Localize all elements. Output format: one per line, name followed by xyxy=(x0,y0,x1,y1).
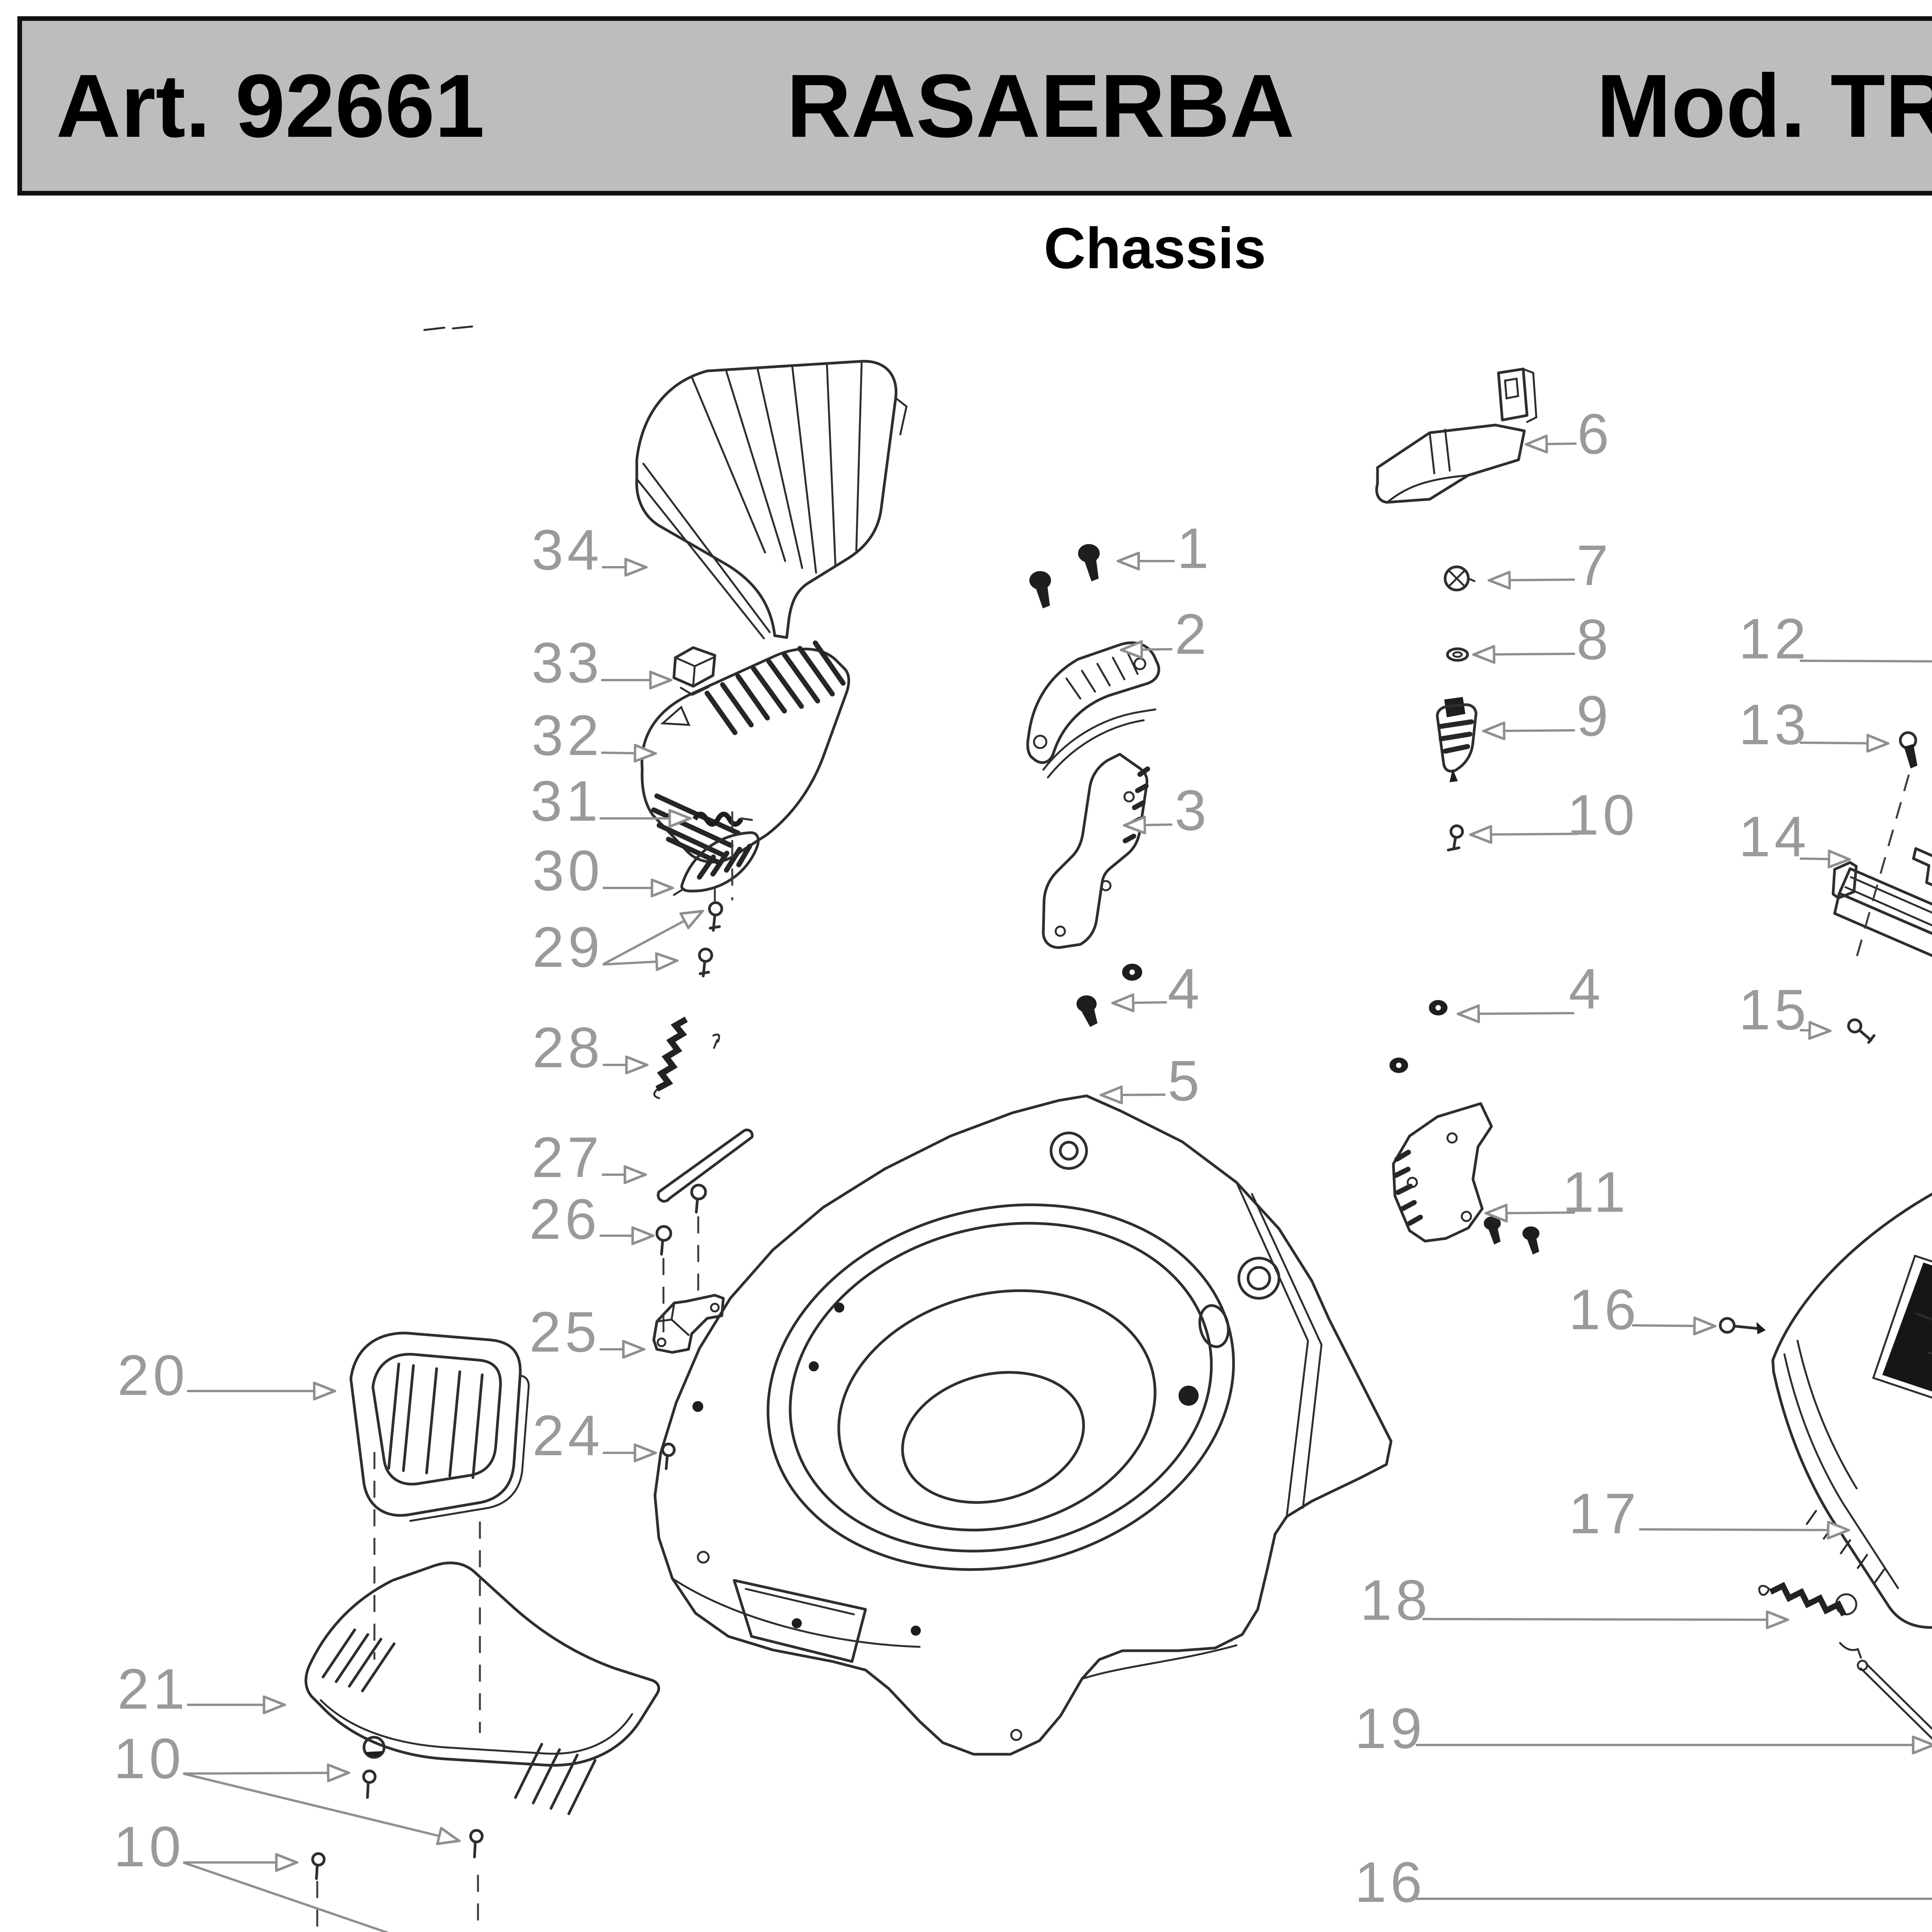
callout-7-label: 7 xyxy=(1576,534,1612,597)
callout-13-label: 13 xyxy=(1738,693,1810,757)
callout-25-label: 25 xyxy=(529,1300,601,1364)
callout-10-label: 10 xyxy=(113,1815,185,1879)
part-1-screws xyxy=(1029,544,1100,609)
callout-3-label: 3 xyxy=(1174,779,1211,842)
callout-14-label: 14 xyxy=(1738,805,1810,869)
part-33-latch xyxy=(672,646,716,696)
callout-4-label: 4 xyxy=(1167,957,1204,1021)
callout-20-label: 20 xyxy=(117,1344,189,1407)
part-18-spring xyxy=(1758,1582,1862,1659)
title-bar: Art. 92661 RASAERBA Mod. TRX-531H xyxy=(17,16,1932,196)
part-4-nuts-right xyxy=(1389,1000,1447,1073)
part-4-fasteners-center xyxy=(1077,964,1142,1027)
part-8-washer xyxy=(1446,647,1469,662)
callout-16-leader xyxy=(1632,1325,1715,1326)
callout-16-label: 16 xyxy=(1568,1278,1640,1342)
part-7-screw xyxy=(1444,565,1476,592)
callout-19-label: 19 xyxy=(1354,1697,1426,1760)
part-21-lower-shell xyxy=(304,1561,660,1815)
part-19-link-rod xyxy=(1857,1660,1932,1740)
part-16-screw-upper xyxy=(1719,1317,1766,1335)
callout-2-leader xyxy=(1121,649,1173,650)
part-15-screw xyxy=(1847,1018,1876,1044)
part-2-quadrant xyxy=(1026,641,1160,779)
part-3-support-plate xyxy=(1042,753,1150,949)
part-10-screws-bottom-left xyxy=(311,1769,484,1932)
leader-lines xyxy=(183,444,1932,1932)
section-title: Chassis xyxy=(1044,216,1266,281)
part-30-cam-plate xyxy=(673,811,760,900)
stray-dash-marks xyxy=(423,325,473,331)
part-24-screws xyxy=(661,1401,703,1470)
callout-18-label: 18 xyxy=(1360,1568,1432,1632)
callout-28-label: 28 xyxy=(532,1016,604,1080)
callout-1-label: 1 xyxy=(1177,517,1213,580)
callout-9-label: 9 xyxy=(1576,684,1612,748)
callout-12-leader xyxy=(1799,660,1932,663)
callout-33-label: 33 xyxy=(531,631,603,695)
callout-21-label: 21 xyxy=(117,1657,189,1721)
callout-10-leader xyxy=(183,1772,459,1841)
callout-32-label: 32 xyxy=(531,704,603,767)
callout-29-leader xyxy=(602,911,702,966)
part-28-spring xyxy=(653,1017,720,1099)
callout-26-label: 26 xyxy=(529,1187,601,1251)
part-34-deflector xyxy=(635,360,908,639)
callout-27-label: 27 xyxy=(531,1126,603,1189)
part-17-engine-cover xyxy=(1771,1192,1932,1629)
callout-4-label: 4 xyxy=(1568,957,1605,1021)
callout-15-leader xyxy=(1799,1030,1830,1031)
callout-10-label: 10 xyxy=(113,1727,185,1791)
part-11-support-plate xyxy=(1392,1102,1539,1255)
callout-2-label: 2 xyxy=(1174,602,1211,666)
callout-17-label: 17 xyxy=(1568,1482,1640,1546)
callout-10-label: 10 xyxy=(1567,783,1639,847)
callout-4-leader xyxy=(1458,1013,1575,1014)
callout-17-leader xyxy=(1639,1529,1849,1530)
callout-10-leader xyxy=(1471,834,1578,835)
callout-34-label: 34 xyxy=(531,518,603,582)
part-29-screws xyxy=(698,889,723,978)
callout-9-leader xyxy=(1484,730,1575,731)
callout-31-label: 31 xyxy=(530,769,602,833)
callout-24-label: 24 xyxy=(532,1404,604,1468)
article-number: Art. 92661 xyxy=(56,56,485,156)
part-6-bracket xyxy=(1375,367,1537,504)
callout-18-leader xyxy=(1422,1619,1787,1620)
callout-30-label: 30 xyxy=(532,839,604,903)
callout-5-label: 5 xyxy=(1167,1049,1204,1113)
callout-4-leader xyxy=(1113,1002,1167,1003)
callout-15-label: 15 xyxy=(1738,978,1810,1042)
callout-29-leader xyxy=(602,961,677,964)
part-9-valve xyxy=(1436,697,1478,782)
part-20-handle-console xyxy=(349,1332,530,1522)
callout-10-leader xyxy=(183,1773,349,1774)
callout-8-label: 8 xyxy=(1576,608,1612,672)
callout-8-leader xyxy=(1474,654,1575,655)
part-13-screw xyxy=(1899,731,1918,769)
model-number: Mod. TRX-531H xyxy=(1596,56,1932,156)
callout-16-label: 16 xyxy=(1354,1850,1426,1914)
part-25-bracket xyxy=(652,1294,725,1354)
part-27-rod xyxy=(656,1128,754,1203)
callout-11-label: 11 xyxy=(1562,1160,1629,1224)
callout-6-label: 6 xyxy=(1577,402,1613,466)
document-title: RASAERBA xyxy=(786,56,1295,156)
part-26-screws xyxy=(655,1184,707,1337)
callout-29-label: 29 xyxy=(532,915,604,979)
part-5-chassis-deck xyxy=(653,1094,1393,1756)
part-10-screw-right xyxy=(1447,824,1464,852)
callout-10-leader xyxy=(183,1861,389,1932)
callout-12-label: 12 xyxy=(1738,607,1810,671)
